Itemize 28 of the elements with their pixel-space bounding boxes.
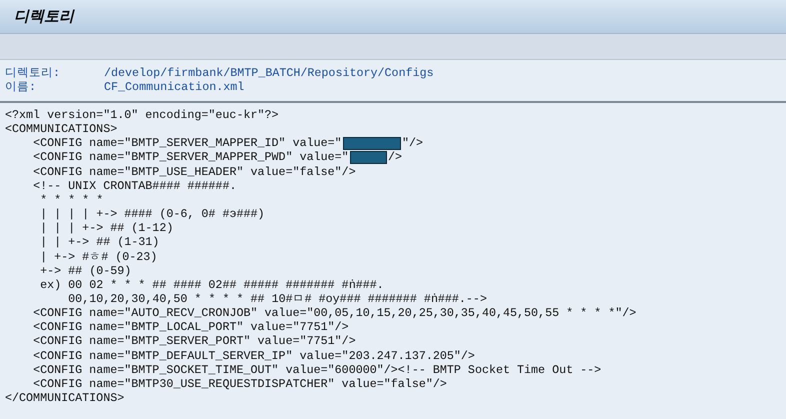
code-line: </COMMUNICATIONS> <box>5 391 124 405</box>
code-line: <COMMUNICATIONS> <box>5 122 118 136</box>
field-label: 이름: <box>5 80 36 94</box>
field-label: 디렉토리: <box>5 66 60 80</box>
code-line: +-> ## (0-59) <box>40 264 132 278</box>
code-line: | | +-> ## (1-31) <box>40 235 160 250</box>
code-line: <CONFIG name="BMTP_SERVER_MAPPER_ID" value=" <box>33 136 342 150</box>
code-line: | | | +-> ## (1-12) <box>40 221 174 236</box>
code-line: <!-- UNIX CRONTAB#### ######. <box>33 178 236 193</box>
code-line: 00,10,20,30,40,50 * * * * ## 10#ㅁ# #oy### ####### #ṅ###.--> <box>68 292 487 306</box>
file-name: CF_Communication.xml <box>104 80 244 94</box>
code-line: | +-> #ㅎ# (0-23) <box>40 250 158 264</box>
code-line: <CONFIG name="AUTO_RECV_CRONJOB" value="00,05,10,15,20,25,30,35,40,45,50,55 * * * *"/> <box>33 306 636 320</box>
code-line: | | | | +-> #### (0-6, 0# #э###) <box>40 207 265 222</box>
code-line: ex) 00 02 * * * ## #### 02## ##### ####### #ṅ###. <box>40 278 384 292</box>
code-line: <CONFIG name="BMTP_DEFAULT_SERVER_IP" value="203.247.137.205"/> <box>33 348 475 363</box>
code-line: * * * * * <box>40 192 104 207</box>
directory-path: /develop/firmbank/BMTP_BATCH/Repository/Configs <box>104 66 434 80</box>
code-line: <CONFIG name="BMTP_SERVER_PORT" value="7751"/> <box>33 334 356 348</box>
code-line: <CONFIG name="BMTP30_USE_REQUESTDISPATCHER" value="false"/> <box>33 376 447 391</box>
code-line: <CONFIG name="BMTP_SOCKET_TIME_OUT" value="600000"/><!-- BMTP Socket Time Out --> <box>33 362 602 377</box>
window-title: 디렉토리 <box>14 7 74 26</box>
code-line: <CONFIG name="BMTP_SERVER_MAPPER_PWD" value=" <box>33 150 349 164</box>
code-line: /> <box>388 150 402 164</box>
code-line: <?xml version="1.0" encoding="euc-kr"?> <box>5 108 279 122</box>
code-line: "/> <box>402 136 423 150</box>
code-line: <CONFIG name="BMTP_USE_HEADER" value="false"/> <box>33 164 356 179</box>
code-line: <CONFIG name="BMTP_LOCAL_PORT" value="7751"/> <box>33 320 349 334</box>
